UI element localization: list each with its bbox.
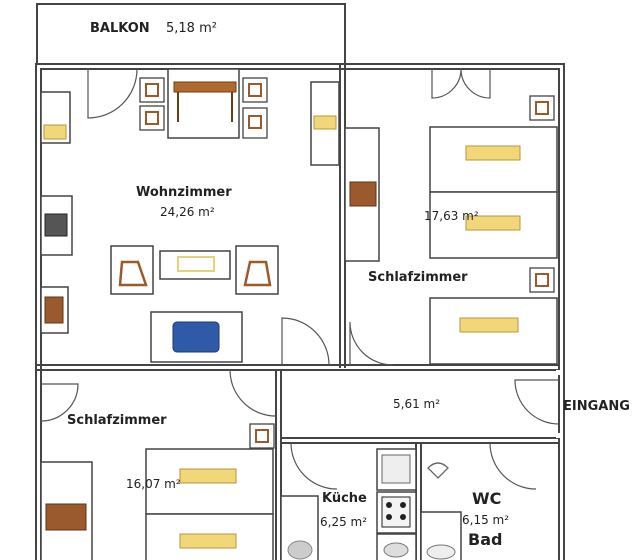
chair-icon (248, 83, 262, 97)
schlafzimmer-right-furniture (344, 95, 558, 365)
sink-icon (427, 462, 449, 479)
armchair-icon (243, 260, 272, 287)
bad-area: 6,15 m² (462, 513, 510, 527)
cabinet-icon (45, 503, 87, 531)
chair-icon (248, 115, 262, 129)
bed-icon (459, 317, 519, 333)
wohnzimmer-furniture (40, 68, 340, 363)
wc-label: WC (472, 489, 502, 508)
table-icon (173, 81, 237, 93)
balkon-area: 5,18 m² (166, 21, 217, 36)
armchair-icon (118, 260, 148, 287)
armchair-icon (44, 213, 68, 237)
schlafzimmer-right-label: Schlafzimmer (368, 270, 468, 285)
kueche-area: 6,25 m² (320, 515, 368, 529)
bed-icon (179, 533, 237, 549)
chair-icon (535, 273, 549, 287)
cabinet-icon (313, 115, 337, 130)
bad-label: Bad (468, 530, 503, 549)
bed-icon (465, 145, 521, 161)
schlafzimmer-right-area: 17,63 m² (424, 209, 479, 223)
balkon-label: BALKON (90, 21, 150, 36)
chair-icon (255, 429, 269, 443)
stove-icon (381, 496, 411, 528)
wohnzimmer-area: 24,26 m² (160, 205, 215, 219)
door-swings (40, 68, 560, 490)
sink-icon (287, 540, 313, 560)
schlafzimmer-left-area: 16,07 m² (126, 477, 181, 491)
flur-area: 5,61 m² (393, 397, 441, 411)
wohnzimmer-label: Wohnzimmer (136, 185, 232, 200)
chair-icon (145, 83, 159, 97)
bed-icon (465, 215, 521, 231)
kueche-label: Küche (322, 491, 367, 506)
stove-icon (381, 454, 411, 484)
sink-icon (383, 542, 409, 558)
eingang-label: EINGANG (563, 399, 630, 414)
cabinet-icon (43, 124, 67, 140)
cabinet-icon (44, 296, 64, 324)
sofa-icon (172, 321, 220, 353)
toilet-icon (426, 544, 456, 560)
interior-walls (36, 64, 562, 560)
chair-icon (145, 111, 159, 125)
bad-furniture (420, 462, 462, 560)
bed-icon (179, 468, 237, 484)
schlafzimmer-left-furniture (40, 423, 275, 560)
kueche-furniture (280, 448, 417, 560)
schlafzimmer-left-label: Schlafzimmer (67, 413, 167, 428)
chair-icon (535, 101, 549, 115)
cabinet-icon (349, 181, 377, 207)
table-icon (177, 256, 215, 272)
